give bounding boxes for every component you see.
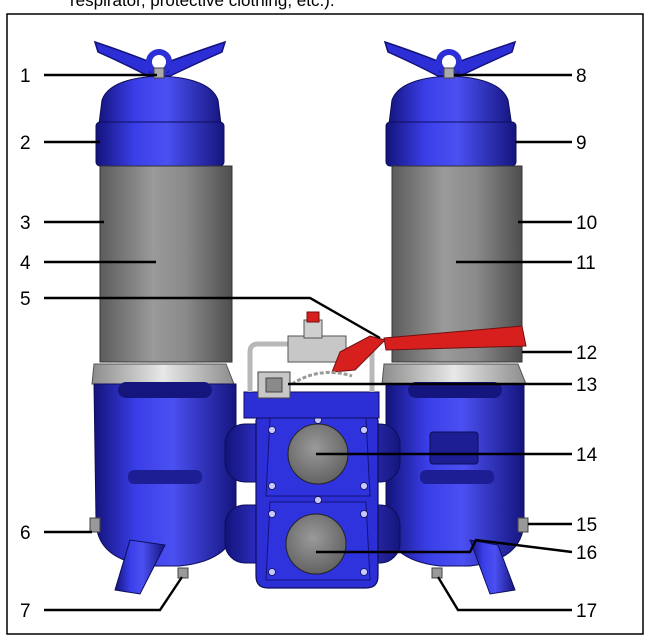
left-sleeve xyxy=(99,165,233,363)
right-handle xyxy=(383,40,517,77)
callout-3: 3 xyxy=(20,213,31,234)
lower-port xyxy=(285,513,347,575)
right-cap-ring xyxy=(385,121,517,167)
left-top-screw xyxy=(153,67,165,79)
right-vent-plug xyxy=(431,567,443,579)
pressure-valve-top xyxy=(303,319,323,339)
callout-7: 7 xyxy=(20,601,31,622)
left-vent-plug xyxy=(177,567,189,579)
callout-1: 1 xyxy=(20,66,31,87)
callout-2: 2 xyxy=(20,133,31,154)
callout-11: 11 xyxy=(576,253,596,274)
callout-5: 5 xyxy=(20,289,31,310)
changeover-lever xyxy=(331,335,386,373)
left-filter-housing xyxy=(89,40,237,595)
left-bowl-slot xyxy=(118,382,212,398)
right-filter-housing xyxy=(381,40,529,595)
callout-14: 14 xyxy=(576,445,598,466)
callout-4: 4 xyxy=(20,253,31,274)
diff-indicator xyxy=(257,371,291,399)
callout-17: 17 xyxy=(576,601,597,622)
callout-13: 13 xyxy=(576,375,597,396)
right-bowl-slot xyxy=(408,382,502,398)
caption-fragment: respirator, protective clothing, etc.). xyxy=(70,0,335,10)
right-drain-plug xyxy=(517,517,529,533)
left-collar xyxy=(91,363,235,385)
right-bowl-slot-2 xyxy=(420,470,494,484)
callout-10: 10 xyxy=(576,213,597,234)
callout-15: 15 xyxy=(576,515,597,536)
right-bowl-block xyxy=(429,431,479,465)
left-foot xyxy=(114,539,166,595)
left-drain-plug xyxy=(89,517,101,533)
flange-bolts xyxy=(268,416,368,576)
callout-12: 12 xyxy=(576,343,597,364)
right-foot xyxy=(469,539,516,595)
callout-9: 9 xyxy=(576,133,587,154)
callout-16: 16 xyxy=(576,543,597,564)
right-top-screw xyxy=(443,67,455,79)
callout-8: 8 xyxy=(576,66,587,87)
left-cap-ring xyxy=(95,121,225,167)
callout-6: 6 xyxy=(20,523,31,544)
changeover-lever-arm xyxy=(383,325,527,351)
leader-lines xyxy=(44,73,573,612)
left-bowl-slot-2 xyxy=(128,470,202,484)
pressure-valve-cap xyxy=(306,311,320,323)
right-collar xyxy=(381,363,527,385)
center-changeover-block xyxy=(224,311,527,589)
callout-numbers: 1 2 3 4 5 6 7 8 9 10 11 12 13 14 15 16 1… xyxy=(20,66,598,622)
diff-indicator-core xyxy=(265,377,283,393)
bypass-pipe xyxy=(247,341,290,392)
figure-frame xyxy=(6,13,644,635)
lever-chain xyxy=(291,370,353,386)
left-handle xyxy=(93,40,227,77)
